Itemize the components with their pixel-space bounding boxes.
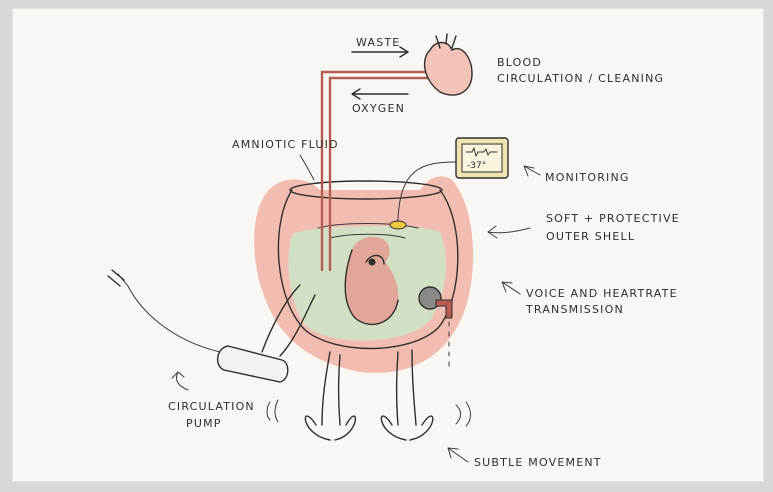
- label-waste: Waste: [356, 36, 400, 49]
- label-circulation: Circulation: [168, 400, 255, 413]
- oxygen-arrow: [352, 89, 408, 99]
- floating-sensor: [390, 221, 406, 229]
- label-circulation-cleaning: Circulation / Cleaning: [497, 72, 664, 85]
- label-outer-shell: Outer Shell: [546, 230, 635, 243]
- fetus-eye: [369, 259, 376, 266]
- pointer-shell: [488, 226, 530, 238]
- power-plug: [108, 270, 124, 286]
- label-voice-heartrate: Voice and Heartrate: [526, 287, 678, 300]
- label-pump: Pump: [186, 417, 222, 430]
- motion-marks-right: [456, 402, 471, 426]
- pointer-amniotic: [300, 155, 314, 180]
- pointer-movement: [448, 448, 468, 462]
- label-subtle-movement: Subtle Movement: [474, 456, 602, 469]
- heart-organ: [425, 43, 472, 96]
- pointer-pump: [172, 372, 188, 390]
- label-oxygen: Oxygen: [352, 102, 405, 115]
- label-monitoring: Monitoring: [545, 171, 630, 184]
- label-amniotic-fluid: Amniotic Fluid: [232, 138, 339, 151]
- motion-marks-left: [267, 400, 278, 422]
- circulation-pump: [218, 346, 288, 382]
- monitor-readout: -37°: [467, 161, 486, 171]
- pointer-monitoring: [524, 166, 540, 176]
- label-blood: Blood: [497, 56, 542, 69]
- power-cable: [118, 274, 220, 352]
- label-soft-protective: Soft + Protective: [546, 212, 680, 225]
- pointer-voice: [502, 282, 520, 294]
- label-transmission: Transmission: [525, 303, 624, 316]
- stand-feet: [305, 416, 432, 440]
